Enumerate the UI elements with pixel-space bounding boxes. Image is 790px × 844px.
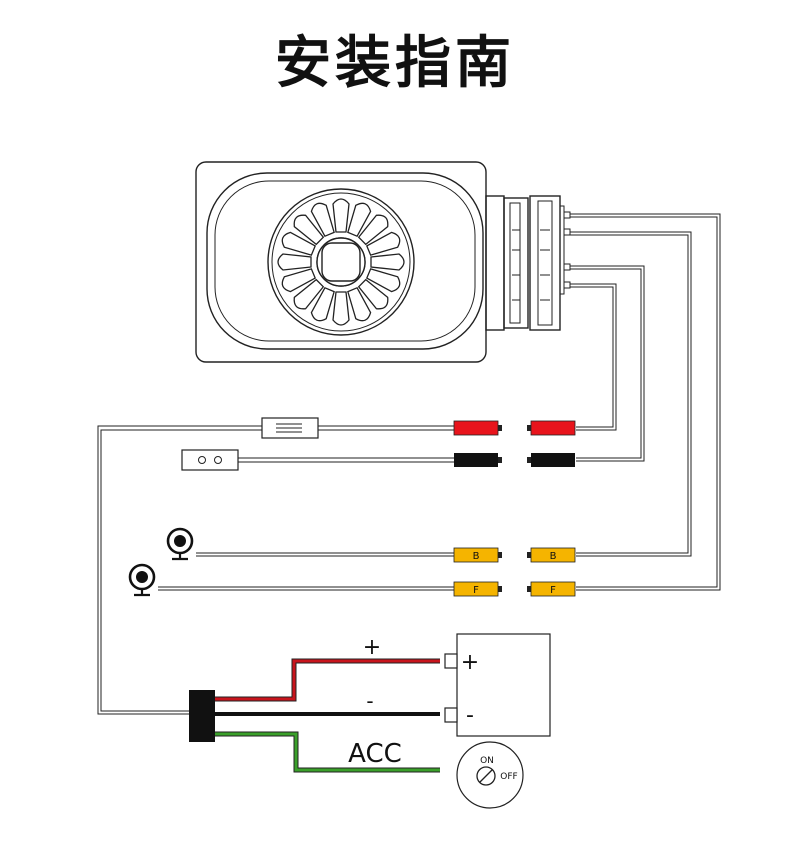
heatsink-block [485, 195, 571, 331]
fan-blade [293, 278, 325, 310]
button-module [181, 449, 239, 471]
battery-plus-terminal: + [461, 650, 479, 675]
plus-wire [215, 658, 440, 702]
ignition-switch-icon [456, 741, 524, 809]
acc-label: ACC [348, 739, 402, 769]
power-connectors [453, 420, 576, 467]
fan-blade [332, 291, 350, 326]
fan-blade [347, 286, 372, 322]
battery-minus-terminal: - [466, 703, 474, 728]
rear-camera-icon [166, 527, 194, 561]
front-connector-left-label: F [473, 585, 479, 596]
black-connector-left [454, 453, 498, 467]
unit-output-wires [570, 213, 721, 591]
fan-blade [281, 268, 317, 293]
fan-blade [277, 253, 312, 271]
switch-on-label: ON [480, 756, 494, 766]
front-connector-right-label: F [550, 585, 556, 596]
fan-blade [347, 202, 372, 238]
harness-connector [189, 690, 215, 742]
red-connector-left [453, 420, 499, 436]
fan-icon [267, 188, 415, 336]
fan-blade [365, 231, 401, 256]
camera-unit [195, 161, 571, 363]
switch-off-label: OFF [500, 772, 517, 782]
fuse-line [97, 417, 454, 715]
fan-blade [281, 231, 317, 256]
fan-blade [357, 278, 389, 310]
battery-box [444, 633, 551, 737]
acc-wire [215, 731, 440, 773]
fan-blade [310, 286, 335, 322]
fan-hub-cap [321, 242, 361, 282]
fan-blade [370, 253, 405, 271]
fan-blade [310, 202, 335, 238]
red-connector-right [530, 420, 576, 436]
button-line [181, 449, 454, 471]
fan-blade [293, 214, 325, 246]
rear-connector-right-label: B [550, 551, 557, 562]
camera-connectors: B B F F [453, 547, 576, 597]
fan-blade [357, 214, 389, 246]
fan-blade [365, 268, 401, 293]
page-title: 安装指南 [275, 31, 515, 96]
fan-blade [332, 198, 350, 233]
rear-connector-left-label: B [473, 551, 480, 562]
plus-wire-label: + [363, 635, 381, 660]
minus-wire-label: - [366, 689, 373, 713]
front-camera-icon [128, 563, 156, 597]
black-connector-right [531, 453, 575, 467]
